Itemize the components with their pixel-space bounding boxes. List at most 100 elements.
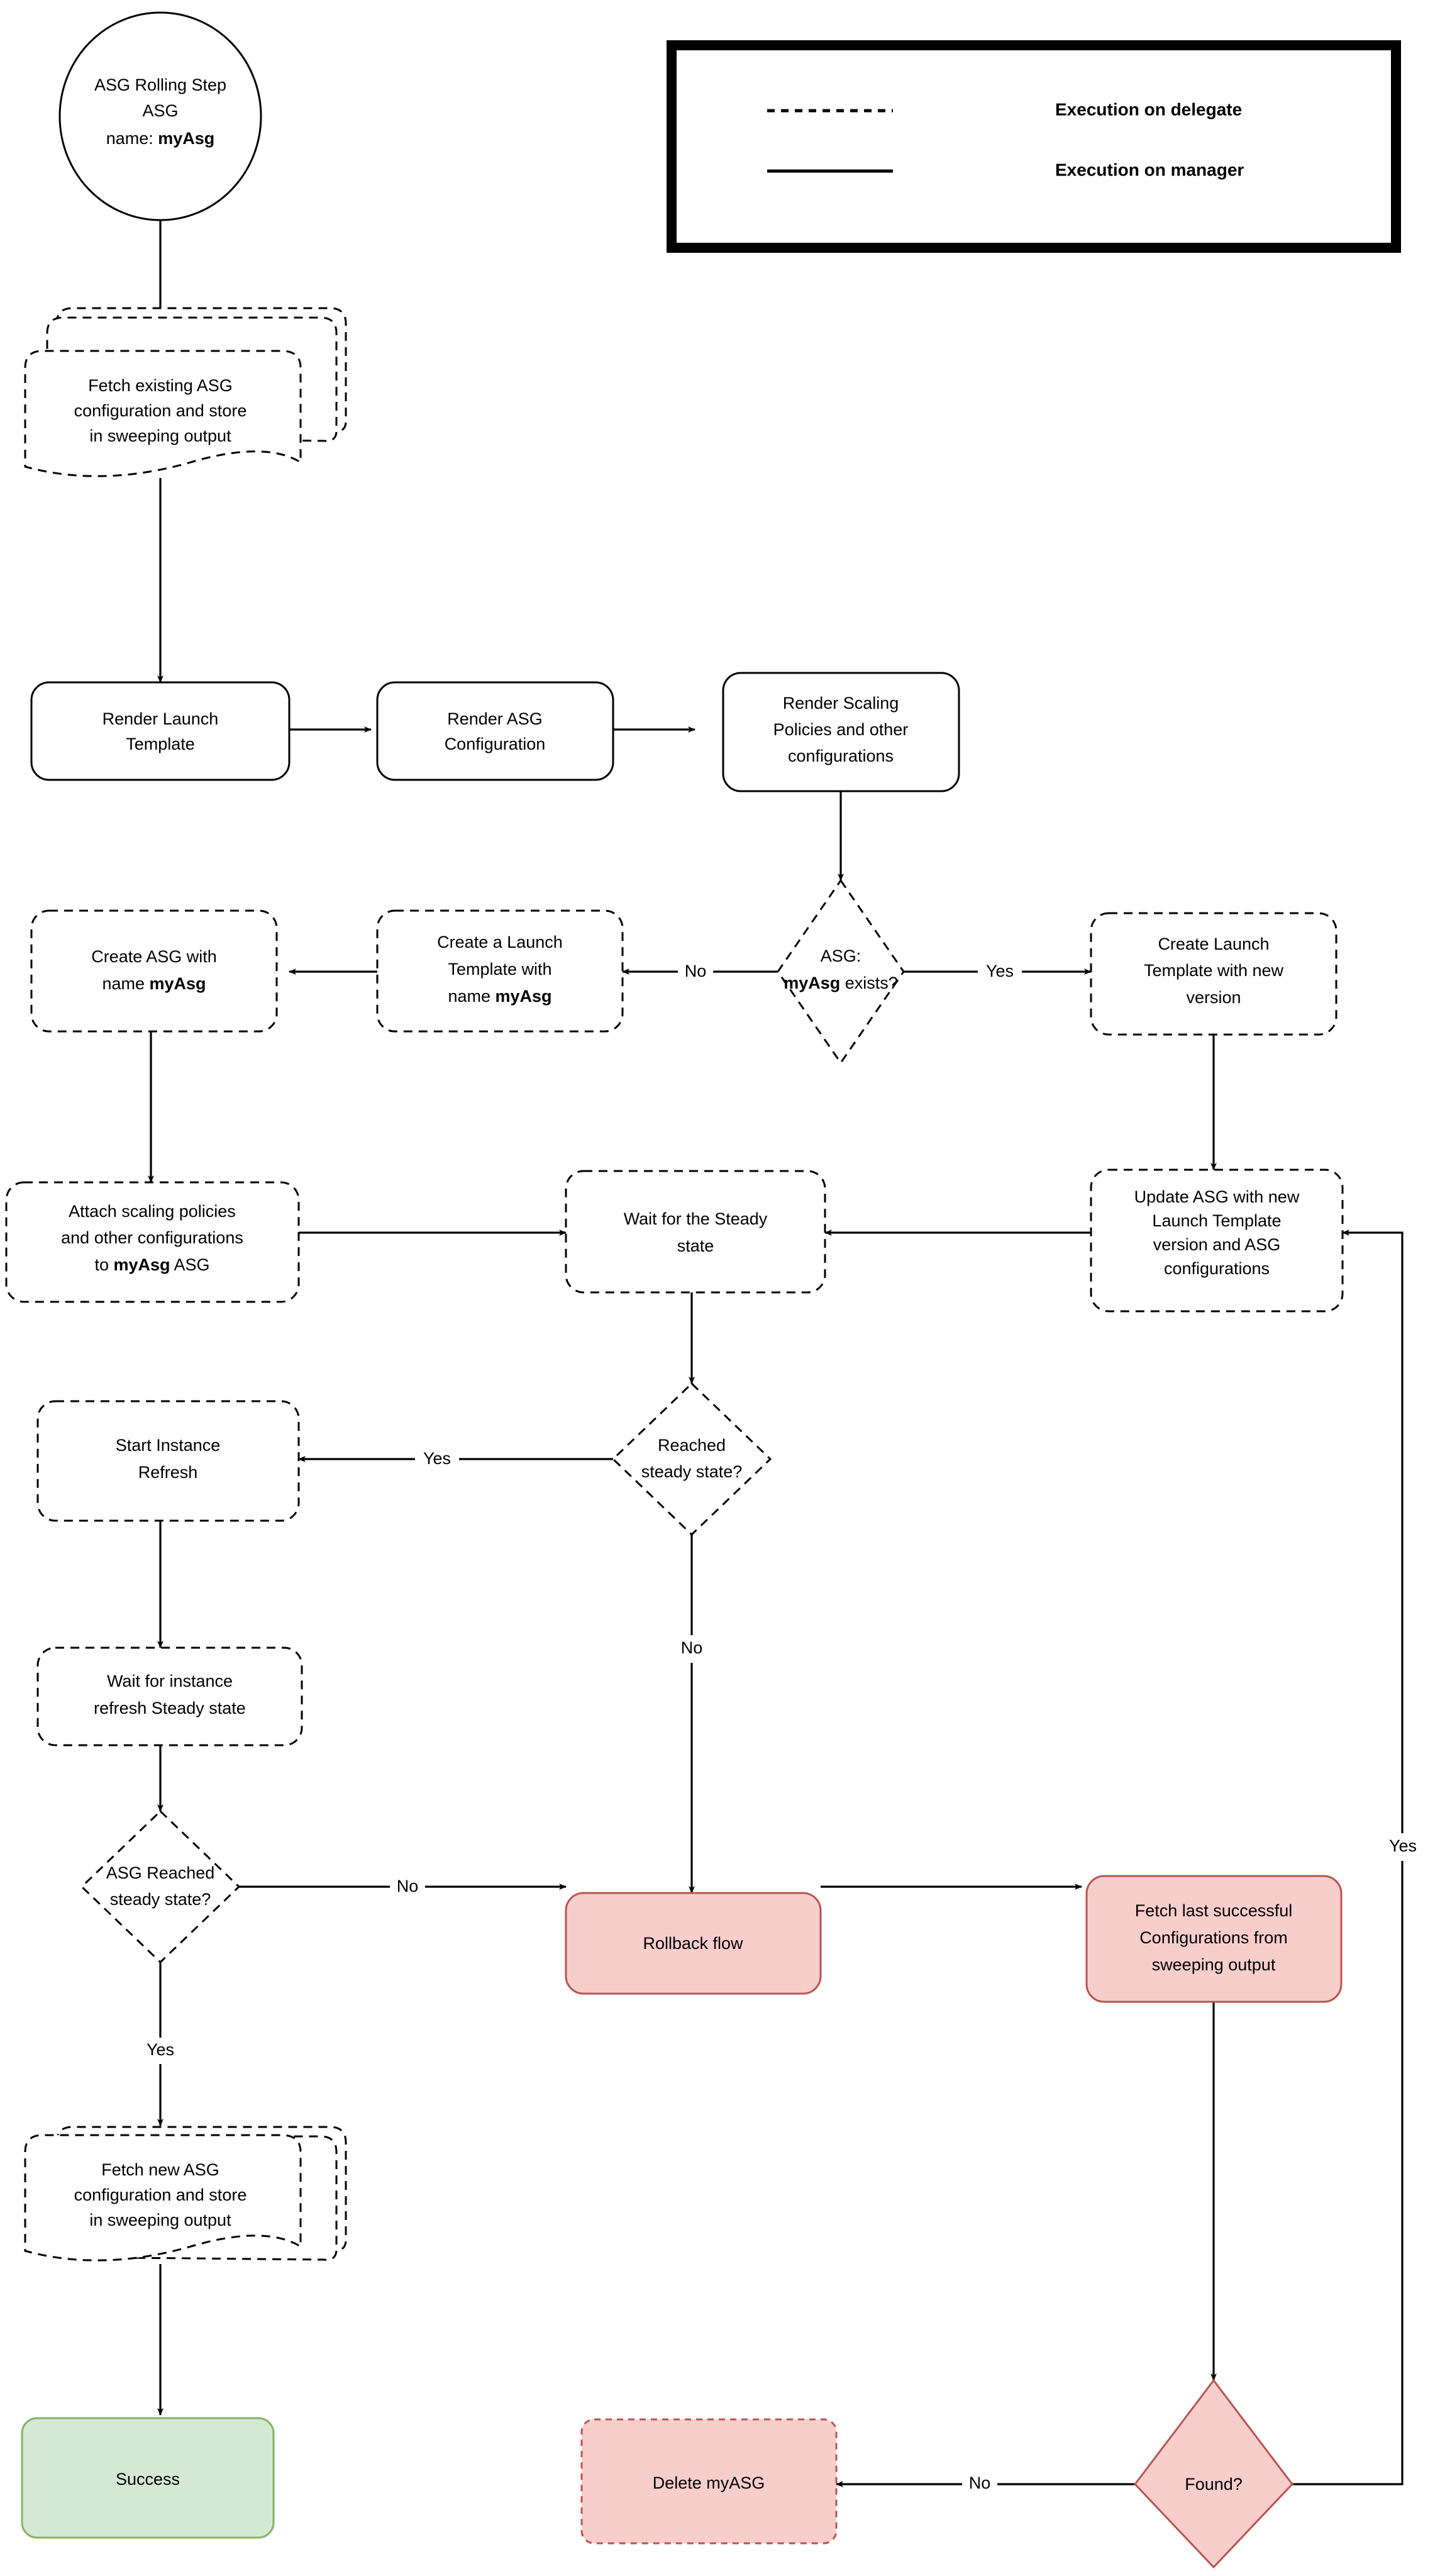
fetch-last-line1: Fetch last successful — [1135, 1901, 1293, 1920]
edge-label-no-found: No — [969, 2473, 991, 2492]
edge-label-no-reached: No — [681, 1638, 703, 1657]
start-line2: ASG — [142, 101, 178, 120]
legend-label-delegate: Execution on delegate — [1055, 99, 1242, 119]
node-render-scaling-policies[interactable]: Render Scaling Policies and other config… — [722, 672, 960, 792]
update-asg-line1: Update ASG with new — [1134, 1187, 1300, 1206]
fetch-new-line2: configuration and store — [74, 2185, 247, 2204]
found-label: Found? — [1185, 2475, 1243, 2494]
render-scaling-line3: configurations — [788, 747, 894, 765]
attach-policies-line3: to myAsg ASG — [94, 1255, 209, 1274]
update-asg-line3: version and ASG — [1153, 1235, 1281, 1254]
start-line1: ASG Rolling Step — [94, 75, 226, 94]
attach-policies-line1: Attach scaling policies — [69, 1202, 236, 1221]
legend: Execution on delegate Execution on manag… — [667, 40, 1401, 253]
delete-myasg-rect — [580, 2418, 838, 2545]
render-asg-line1: Render ASG — [447, 709, 543, 728]
label-bg-no-asg-reached — [390, 1874, 425, 1901]
label-bg-yes-found — [1381, 1833, 1425, 1861]
node-fetch-last-successful[interactable]: Fetch last successful Configurations fro… — [1085, 1875, 1343, 2003]
node-wait-instance-refresh[interactable]: Wait for instance refresh Steady state — [36, 1646, 303, 1746]
wait-refresh-line1: Wait for instance — [107, 1672, 233, 1690]
node-attach-scaling-policies[interactable]: Attach scaling policies and other config… — [5, 1181, 300, 1303]
node-create-launch-template-named[interactable]: Create a Launch Template with name myAsg — [376, 909, 624, 1033]
create-ltnew-line3: version — [1186, 988, 1241, 1007]
node-create-asg[interactable]: Create ASG with name myAsg — [30, 909, 278, 1033]
wait-steady-line1: Wait for the Steady — [624, 1209, 768, 1228]
asg-exists-line2: myAsg exists? — [784, 974, 898, 992]
create-lt-named-line3: name myAsg — [448, 987, 551, 1006]
node-start[interactable]: ASG Rolling Step ASG name: myAsg — [58, 11, 262, 221]
asg-reached-line2: steady state? — [110, 1890, 211, 1909]
node-asg-reached-steady-decision[interactable]: ASG Reached steady state? — [80, 1809, 241, 1964]
asg-exists-line1: ASG: — [821, 947, 861, 965]
node-wait-steady-state[interactable]: Wait for the Steady state — [565, 1170, 826, 1294]
fetch-new-doc-front — [24, 2134, 302, 2262]
create-asg-line2: name myAsg — [102, 974, 206, 993]
fetch-existing-line1: Fetch existing ASG — [88, 376, 233, 395]
create-lt-named-rect — [376, 909, 624, 1033]
reached-steady-line2: steady state? — [641, 1462, 743, 1481]
start-refresh-rect — [36, 1400, 300, 1522]
render-asg-rect — [376, 681, 614, 781]
node-update-asg[interactable]: Update ASG with new Launch Template vers… — [1090, 1169, 1344, 1313]
label-bg-yes-exists — [978, 959, 1022, 985]
success-rect — [21, 2417, 275, 2539]
node-asg-exists-decision[interactable]: ASG: myAsg exists? — [777, 879, 905, 1065]
fetch-last-line3: sweeping output — [1152, 1955, 1276, 1974]
node-start-instance-refresh[interactable]: Start Instance Refresh — [36, 1400, 300, 1522]
edge-label-yes-found: Yes — [1389, 1836, 1417, 1855]
fetch-last-rect — [1085, 1875, 1343, 2003]
asg-reached-diamond — [80, 1809, 241, 1964]
legend-box — [667, 40, 1401, 253]
node-create-launch-template-new-version[interactable]: Create Launch Template with new version — [1090, 912, 1338, 1036]
wait-steady-line2: state — [677, 1236, 714, 1255]
node-fetch-existing-asg[interactable]: Fetch existing ASG configuration and sto… — [24, 307, 347, 477]
update-asg-line2: Launch Template — [1152, 1211, 1281, 1230]
fetch-new-line1: Fetch new ASG — [101, 2160, 219, 2179]
fetch-new-line3: in sweeping output — [89, 2211, 231, 2229]
edge-label-yes-exists: Yes — [986, 962, 1014, 980]
render-scaling-rect — [722, 672, 960, 792]
render-lt-line1: Render Launch — [102, 709, 219, 728]
rollback-rect — [565, 1892, 822, 1995]
fetch-last-line2: Configurations from — [1139, 1928, 1288, 1947]
update-asg-line4: configurations — [1164, 1259, 1270, 1278]
node-render-asg-configuration[interactable]: Render ASG Configuration — [376, 681, 614, 781]
create-lt-named-line2: Template with — [448, 960, 551, 979]
start-line3: name: myAsg — [106, 129, 215, 148]
node-fetch-new-asg[interactable]: Fetch new ASG configuration and store in… — [24, 2126, 347, 2262]
label-bg-no-exists — [678, 959, 713, 985]
label-bg-yes-asg-reached — [138, 2038, 182, 2064]
update-asg-rect — [1090, 1169, 1344, 1313]
attach-policies-line2: and other configurations — [61, 1228, 243, 1247]
create-ltnew-line1: Create Launch — [1158, 935, 1269, 953]
fetch-existing-line3: in sweeping output — [89, 426, 231, 445]
node-found-decision[interactable]: Found? — [1134, 2379, 1293, 2569]
legend-label-manager: Execution on manager — [1055, 160, 1244, 179]
edge-label-no-exists: No — [685, 962, 707, 980]
success-label: Success — [116, 2470, 180, 2489]
render-asg-line2: Configuration — [445, 735, 546, 753]
node-reached-steady-decision[interactable]: Reached steady state? — [611, 1382, 772, 1536]
label-bg-no-reached — [674, 1635, 709, 1663]
wait-refresh-rect — [36, 1646, 303, 1746]
fetch-existing-doc-front — [24, 350, 302, 477]
edge-label-yes-asg-reached: Yes — [147, 2040, 174, 2059]
node-rollback-flow[interactable]: Rollback flow — [565, 1892, 822, 1995]
render-lt-line2: Template — [126, 735, 195, 753]
label-bg-yes-reached — [415, 1446, 459, 1473]
node-delete-myasg[interactable]: Delete myASG — [580, 2418, 838, 2545]
edge-labels-layer: No Yes Yes No No Yes No Yes — [138, 959, 1425, 2497]
rollback-label: Rollback flow — [643, 1934, 743, 1953]
asg-reached-line1: ASG Reached — [106, 1863, 215, 1882]
node-render-launch-template[interactable]: Render Launch Template — [30, 681, 291, 781]
render-scaling-line1: Render Scaling — [783, 694, 899, 713]
attach-policies-rect — [5, 1181, 300, 1303]
create-ltnew-rect — [1090, 912, 1338, 1036]
edge-label-yes-reached: Yes — [423, 1449, 451, 1468]
create-asg-line1: Create ASG with — [91, 947, 217, 966]
create-ltnew-line2: Template with new — [1144, 961, 1284, 980]
label-bg-no-found — [962, 2470, 997, 2497]
node-success[interactable]: Success — [21, 2417, 275, 2539]
